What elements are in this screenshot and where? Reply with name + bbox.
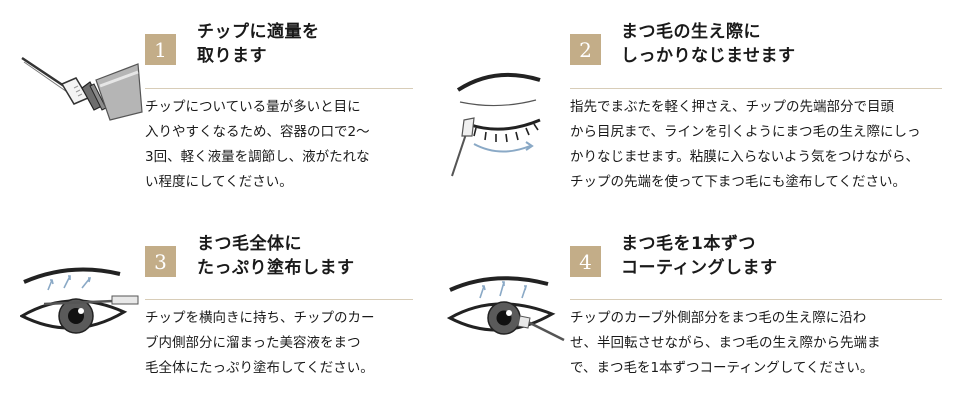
step-divider: [145, 88, 413, 89]
step-body: チップのカーブ外側部分をまつ毛の生え際に沿わ せ、半回転させながら、まつ毛の生え…: [570, 310, 881, 376]
step-title: まつ毛の生え際に しっかりなじませます: [621, 22, 796, 66]
step-3: 3 まつ毛全体に たっぷり塗布します チップを横向きに持ち、チップのカー ブ内側…: [0, 0, 480, 406]
step-divider: [145, 299, 413, 300]
step-body: チップを横向きに持ち、チップのカー ブ内側部分に溜まった美容液をまつ 毛全体にた…: [145, 310, 375, 376]
step-divider: [570, 88, 942, 89]
step-1: 1 チップに適量を 取ります チップについている量が多いと目に 入りやすくなるた…: [0, 0, 480, 210]
open-eye-applicator-side-icon: [20, 267, 139, 334]
step-title: まつ毛を1本ずつ コーティングします: [621, 234, 778, 278]
step-2: 2 まつ毛の生え際に しっかりなじませます 指先でまぶたを軽く押さえ、チップの先…: [451, 22, 942, 190]
step-divider: [570, 299, 942, 300]
step-number-badge: 4: [570, 246, 601, 277]
step-title: チップに適量を 取ります: [197, 22, 320, 66]
step-number-badge: 3: [145, 246, 176, 277]
open-eye-applicator-tip-icon: [446, 276, 565, 342]
step-number-badge: 2: [570, 34, 601, 65]
closed-eye-applicator-icon: [451, 72, 541, 177]
step-number-badge: 1: [145, 34, 176, 65]
step-title: まつ毛全体に たっぷり塗布します: [197, 234, 355, 278]
applicator-wand-icon: [21, 56, 143, 121]
step-body: 指先でまぶたを軽く押さえ、チップの先端部分で目頭 から目尻まで、ラインを引くよう…: [570, 99, 921, 190]
step-body: チップについている量が多いと目に 入りやすくなるため、容器の口で2～ 3回、軽く…: [145, 99, 370, 190]
